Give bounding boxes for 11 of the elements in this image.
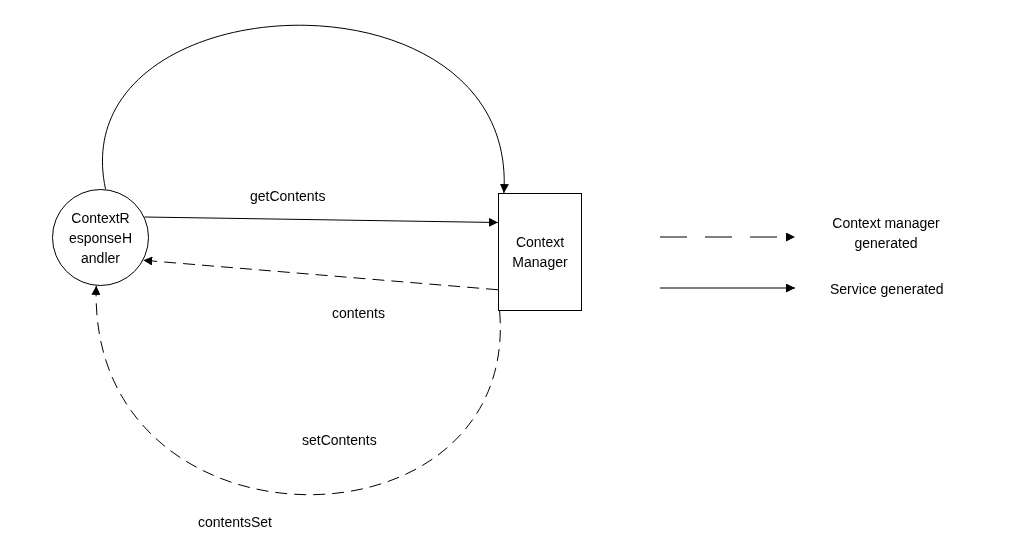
edge-label: contents — [330, 305, 387, 321]
node-label: ContextResponseHandler — [67, 208, 133, 268]
process-box — [498, 193, 582, 311]
arrow — [142, 256, 499, 291]
edge-label: getContents — [248, 188, 328, 204]
node-label: Context Manager — [511, 233, 569, 272]
message-label: setContents — [300, 432, 379, 448]
arrow — [103, 24, 508, 194]
edge-label: contentsSet — [196, 514, 274, 530]
arrow — [92, 285, 501, 496]
arrow — [143, 216, 499, 227]
